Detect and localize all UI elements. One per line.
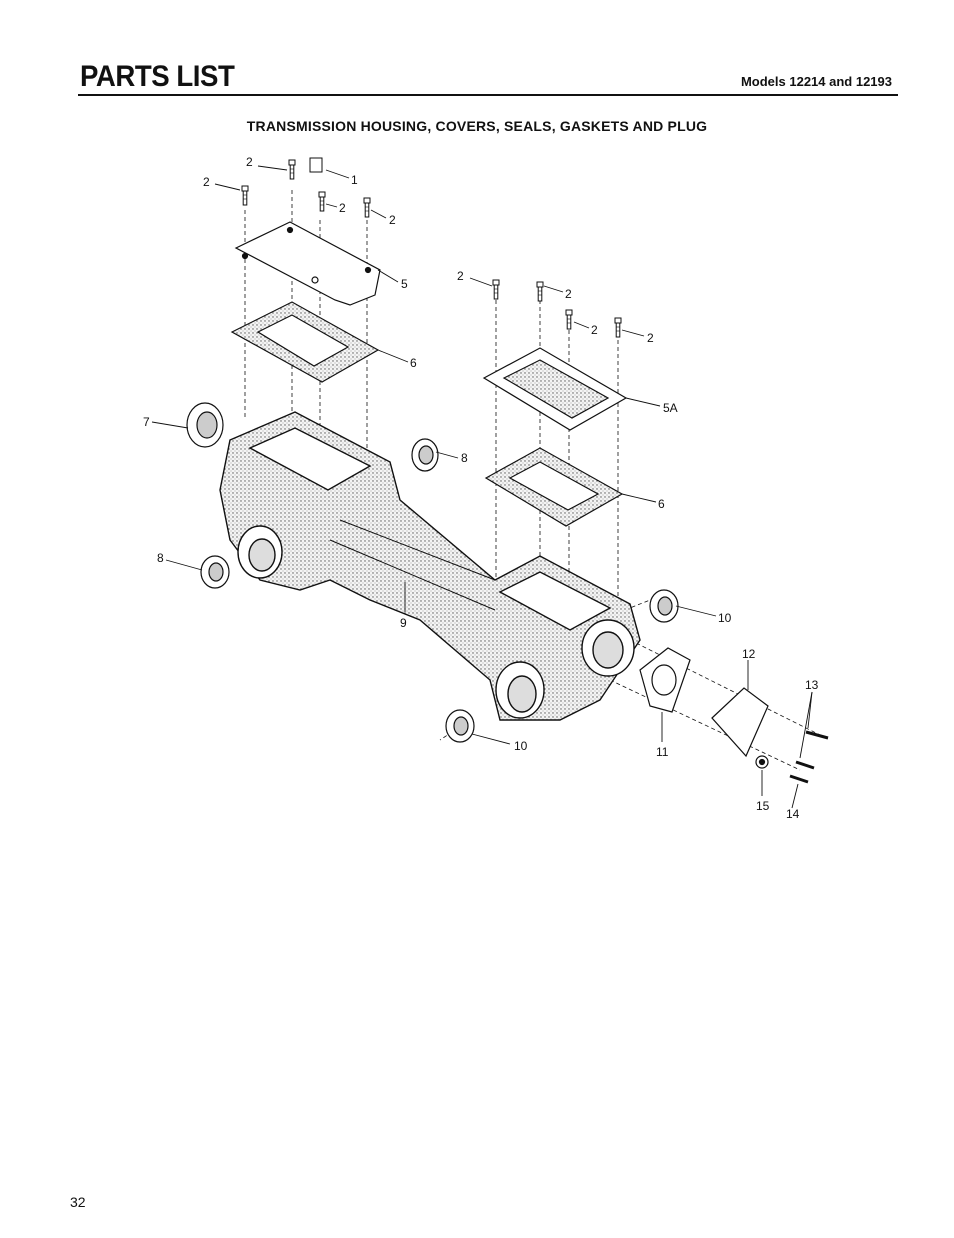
page-title: PARTS LIST [80, 60, 235, 93]
callout-13: 13 [805, 678, 819, 692]
callout-8a: 8 [461, 451, 468, 465]
callout-2f: 2 [565, 287, 572, 301]
page-number: 32 [70, 1194, 86, 1210]
callout-2e: 2 [457, 269, 464, 283]
section-title: TRANSMISSION HOUSING, COVERS, SEALS, GAS… [246, 118, 708, 134]
callout-labels: 1 2 2 2 2 2 2 2 2 5 5A 6 6 7 8 8 9 10 10… [143, 155, 819, 821]
callout-15: 15 [756, 799, 770, 813]
callout-10a: 10 [718, 611, 732, 625]
left-gasket [230, 301, 380, 383]
callout-1: 1 [351, 173, 358, 187]
transmission-housing [219, 411, 641, 721]
callout-2h: 2 [647, 331, 654, 345]
callout-2c: 2 [339, 201, 346, 215]
callout-14: 14 [786, 807, 800, 821]
left-cover-plate [234, 221, 381, 306]
callout-2b: 2 [203, 175, 210, 189]
callout-10b: 10 [514, 739, 528, 753]
callout-7: 7 [143, 415, 150, 429]
bolt-icons [241, 157, 622, 338]
callout-2d: 2 [389, 213, 396, 227]
callout-5: 5 [401, 277, 408, 291]
end-cap-parts [639, 647, 829, 784]
callout-6a: 6 [410, 356, 417, 370]
callout-9: 9 [400, 616, 407, 630]
callout-6b: 6 [658, 497, 665, 511]
leader-lines [151, 165, 813, 809]
callout-5a: 5A [663, 401, 678, 415]
callout-2g: 2 [591, 323, 598, 337]
right-cover-plate [482, 347, 628, 431]
callout-8b: 8 [157, 551, 164, 565]
callout-12: 12 [742, 647, 756, 661]
callout-11: 11 [656, 745, 669, 759]
callout-2a: 2 [246, 155, 253, 169]
header-divider [78, 94, 898, 96]
right-gasket [484, 447, 624, 527]
models-label: Models 12214 and 12193 [740, 74, 892, 89]
seal-icons [186, 402, 679, 743]
